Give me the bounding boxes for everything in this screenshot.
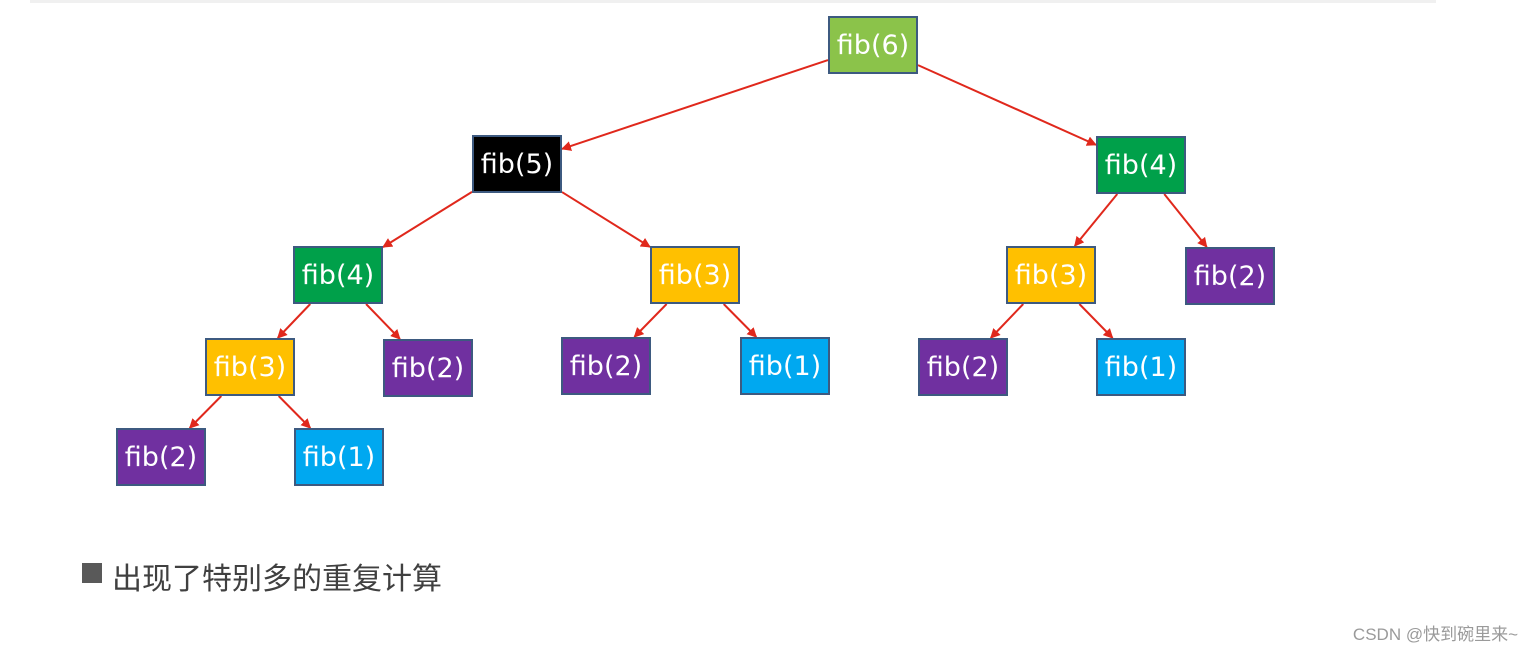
edge-n4a-n2b bbox=[365, 303, 401, 340]
node-fib1-c: fib(1) bbox=[1096, 338, 1186, 396]
node-fib1-a: fib(1) bbox=[294, 428, 384, 486]
edge-n4a-n3a bbox=[277, 303, 311, 339]
edge-n3b-n1b bbox=[722, 303, 758, 338]
node-fib6: fib(6) bbox=[828, 16, 918, 74]
node-fib3-b: fib(3) bbox=[650, 246, 740, 304]
edge-n5-n3b bbox=[561, 191, 651, 248]
node-fib2-d: fib(2) bbox=[918, 338, 1008, 396]
edge-n6-n4b bbox=[917, 64, 1097, 146]
edge-n3a-n1a bbox=[277, 395, 312, 429]
edge-n3c-n1c bbox=[1078, 303, 1114, 339]
edge-n4b-n3c bbox=[1073, 193, 1119, 247]
caption-text: 出现了特别多的重复计算 bbox=[112, 562, 442, 597]
watermark: CSDN @快到碗里来~ bbox=[1352, 625, 1518, 644]
node-fib3-c: fib(3) bbox=[1006, 246, 1096, 304]
node-fib4-right: fib(4) bbox=[1096, 136, 1186, 194]
edge-n3b-n2c bbox=[633, 303, 668, 338]
node-fib3-a: fib(3) bbox=[205, 338, 295, 396]
edge-n3c-n2d bbox=[990, 303, 1024, 339]
node-fib2-c: fib(2) bbox=[561, 337, 651, 395]
node-fib1-b: fib(1) bbox=[740, 337, 830, 395]
node-fib2-b: fib(2) bbox=[383, 339, 473, 397]
node-fib4-left: fib(4) bbox=[293, 246, 383, 304]
top-rule bbox=[30, 0, 1436, 3]
node-fib5: fib(5) bbox=[472, 135, 562, 193]
edge-n6-n5 bbox=[561, 59, 829, 151]
node-fib2-a: fib(2) bbox=[116, 428, 206, 486]
node-fib2-e: fib(2) bbox=[1185, 247, 1275, 305]
edge-n3a-n2a bbox=[188, 395, 223, 429]
edge-n5-n4a bbox=[382, 191, 473, 248]
edge-n4b-n2e bbox=[1163, 193, 1208, 248]
bullet-square-icon bbox=[82, 563, 102, 583]
